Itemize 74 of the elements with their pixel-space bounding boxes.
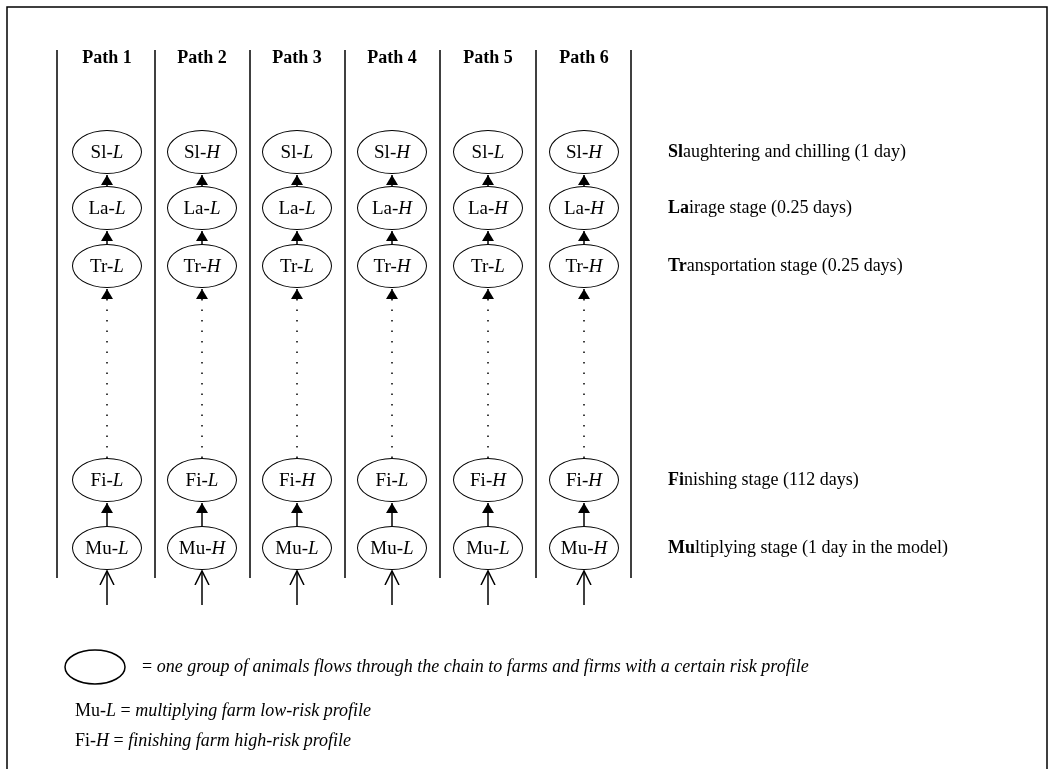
dotted-arrow [101,288,113,459]
arrow [196,502,208,527]
arrow [291,230,303,245]
column-heading: Path 6 [559,46,609,69]
stage-ellipse: La-L [167,186,237,230]
stage-ellipse: Fi-H [549,458,619,502]
stage-ellipse: Sl-L [453,130,523,174]
arrow [386,230,398,245]
dotted-arrow [386,288,398,459]
dotted-arrow [482,288,494,459]
dotted-arrow [291,288,303,459]
stage-ellipse: Fi-H [453,458,523,502]
arrow [196,174,208,187]
arrow [386,174,398,187]
stage-ellipse: Tr-H [357,244,427,288]
stage-ellipse: Sl-L [262,130,332,174]
stage-ellipse: Sl-H [549,130,619,174]
column-heading: Path 2 [177,46,227,69]
arrow [196,230,208,245]
dotted-arrow [196,288,208,459]
arrow [101,230,113,245]
stage-description: Lairage stage (0.25 days) [668,197,852,218]
arrow [101,174,113,187]
abbreviation-note: Mu-L = multiplying farm low-risk profile [75,700,371,721]
arrow [480,570,496,606]
stage-ellipse: Mu-L [357,526,427,570]
stage-description: Slaughtering and chilling (1 day) [668,141,906,162]
stage-ellipse: Sl-H [167,130,237,174]
arrow [101,502,113,527]
column-heading: Path 4 [367,46,417,69]
arrow [578,230,590,245]
stage-ellipse: Mu-L [453,526,523,570]
stage-ellipse: Sl-L [72,130,142,174]
stage-ellipse: Mu-L [262,526,332,570]
stage-ellipse: La-L [262,186,332,230]
column-heading: Path 3 [272,46,322,69]
arrow [482,230,494,245]
arrow [578,502,590,527]
stage-ellipse: La-H [549,186,619,230]
arrow [194,570,210,606]
stage-ellipse: Tr-L [262,244,332,288]
stage-ellipse: Tr-H [549,244,619,288]
stage-ellipse: Fi-L [72,458,142,502]
stage-ellipse: Fi-L [167,458,237,502]
arrow [576,570,592,606]
stage-ellipse: Tr-L [453,244,523,288]
stage-ellipse: Tr-L [72,244,142,288]
stage-ellipse: La-H [453,186,523,230]
arrow [289,570,305,606]
stage-ellipse: Mu-L [72,526,142,570]
arrow [578,174,590,187]
arrow [99,570,115,606]
stage-ellipse: Fi-H [262,458,332,502]
stage-ellipse: Sl-H [357,130,427,174]
stage-description: Multiplying stage (1 day in the model) [668,537,948,558]
arrow [482,174,494,187]
arrow [384,570,400,606]
arrow [482,502,494,527]
arrow [291,174,303,187]
column-heading: Path 1 [82,46,132,69]
stage-ellipse: La-L [72,186,142,230]
column-heading: Path 5 [463,46,513,69]
abbreviation-note: Fi-H = finishing farm high-risk profile [75,730,351,751]
dotted-arrow [578,288,590,459]
stage-description: Finishing stage (112 days) [668,469,859,490]
stage-ellipse: Mu-H [549,526,619,570]
stage-ellipse: La-H [357,186,427,230]
legend-text: = one group of animals flows through the chain to farms and firms with a certain risk profile [142,656,809,677]
arrow [386,502,398,527]
stage-ellipse: Mu-H [167,526,237,570]
stage-ellipse: Fi-L [357,458,427,502]
stage-description: Transportation stage (0.25 days) [668,255,903,276]
arrow [291,502,303,527]
stage-ellipse: Tr-H [167,244,237,288]
